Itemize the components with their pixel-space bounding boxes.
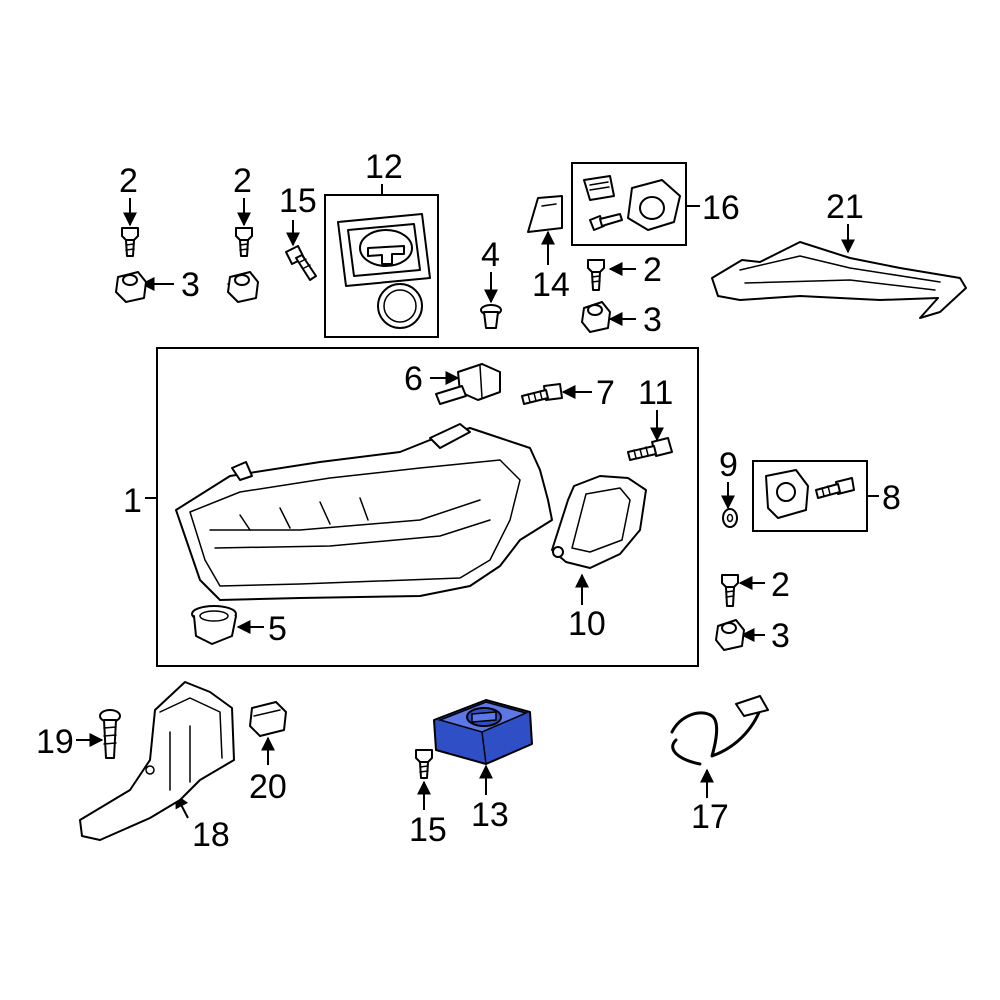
- part-21-bracket: [711, 241, 967, 319]
- callout-15-bottom: 15: [409, 811, 447, 849]
- callout-2-left-a: 2: [119, 162, 138, 200]
- callout-21: 21: [826, 188, 864, 226]
- bolt-15-bottom: [415, 749, 433, 779]
- bolt-2-left-b: [235, 227, 253, 257]
- callout-5: 5: [268, 610, 287, 648]
- part-5-grommet: [191, 605, 237, 645]
- part-9-washer: [722, 508, 738, 528]
- part-1-headlamp: [175, 423, 553, 601]
- callout-16: 16: [702, 189, 740, 227]
- part-11-bolt: [627, 437, 673, 461]
- part-10-cover: [551, 475, 647, 569]
- part-18-bracket: [79, 681, 235, 841]
- callout-2-right: 2: [771, 566, 790, 604]
- bolt-2-top-right: [587, 259, 605, 291]
- part-7-bolt: [521, 383, 563, 405]
- callout-4: 4: [481, 236, 500, 274]
- part-20-clip: [249, 701, 287, 737]
- callout-11: 11: [638, 374, 673, 412]
- part-14-seal: [527, 195, 563, 233]
- nut-3-right: [715, 619, 745, 651]
- callout-19: 19: [36, 723, 74, 761]
- callout-10: 10: [568, 605, 606, 643]
- part-8-adjuster: [765, 469, 855, 519]
- callout-8: 8: [882, 479, 901, 517]
- part-16-socket: [583, 175, 681, 231]
- leader-lines: [76, 184, 879, 819]
- callout-3-right: 3: [771, 617, 790, 655]
- nut-3-left-b: [227, 271, 259, 303]
- callout-2-top-right: 2: [643, 251, 662, 289]
- bolt-15-top: [285, 245, 317, 281]
- callout-2-left-b: 2: [233, 162, 252, 200]
- part-4-pin: [480, 304, 502, 329]
- part-6-bulb: [435, 363, 501, 405]
- part-19-bolt: [99, 709, 121, 759]
- callout-12: 12: [365, 148, 403, 186]
- part-12-module: [337, 213, 431, 329]
- bolt-2-right: [721, 574, 739, 607]
- callout-18: 18: [192, 816, 230, 854]
- nut-3-top-right: [581, 301, 611, 333]
- callout-20: 20: [249, 768, 287, 806]
- part-17-harness: [670, 695, 769, 766]
- callout-14: 14: [532, 266, 570, 304]
- box-assembly-1: [156, 347, 699, 667]
- callout-9: 9: [719, 446, 738, 484]
- callout-17: 17: [691, 798, 729, 836]
- callout-13: 13: [471, 796, 509, 834]
- box-part-16: [571, 162, 687, 246]
- callout-15-top: 15: [279, 182, 317, 220]
- callout-1: 1: [123, 482, 142, 520]
- callout-3-top-right: 3: [643, 301, 662, 339]
- nut-3-left-a: [115, 271, 147, 303]
- bolt-2-left-a: [121, 227, 139, 257]
- callout-6: 6: [404, 360, 423, 398]
- callout-7: 7: [596, 374, 615, 412]
- part-13-control-module[interactable]: [433, 699, 533, 765]
- callout-3-left: 3: [181, 266, 200, 304]
